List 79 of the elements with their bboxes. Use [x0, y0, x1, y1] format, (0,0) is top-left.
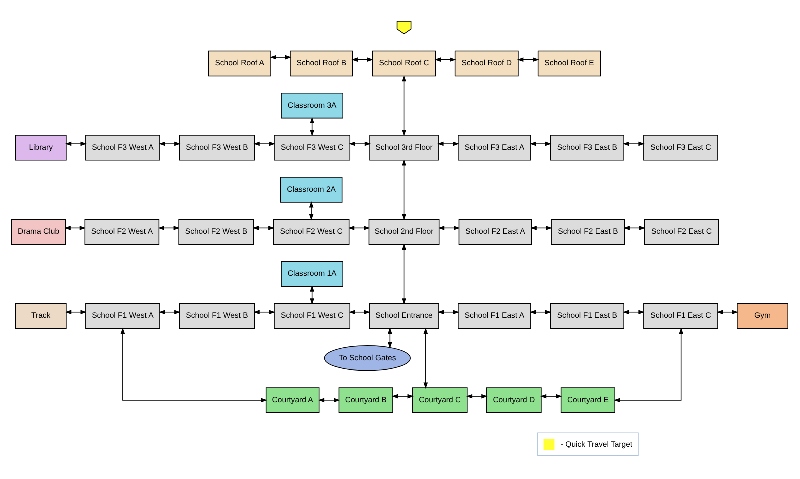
- legend-label: - Quick Travel Target: [560, 440, 633, 449]
- node-box: Courtyard E: [560, 388, 616, 414]
- arrow: [438, 226, 460, 230]
- arrow: [530, 226, 552, 230]
- node-box: School F2 East A: [458, 219, 532, 245]
- arrow: [349, 310, 371, 315]
- arrow: [716, 310, 738, 315]
- arrow: [530, 142, 552, 146]
- arrow: [622, 142, 645, 146]
- arrow: [434, 58, 456, 62]
- node-box: Classroom 2A: [280, 177, 343, 203]
- arrow: [309, 201, 314, 221]
- arrow: [65, 310, 87, 315]
- node-box: School Roof D: [454, 50, 519, 77]
- node-box: School F3 East C: [644, 135, 718, 161]
- arrow: [120, 328, 268, 403]
- arrow: [402, 160, 406, 221]
- arrow: [65, 142, 87, 146]
- node-box: School F2 West B: [178, 219, 254, 245]
- arrow: [158, 226, 180, 230]
- node-box: Courtyard B: [338, 388, 394, 414]
- node-box: School F1 West A: [86, 303, 160, 330]
- arrow: [392, 394, 414, 399]
- node-box: School F2 West A: [84, 219, 160, 245]
- arrow: [517, 58, 540, 62]
- node-box: School 2nd Floor: [368, 219, 440, 245]
- node-box: School F1 West B: [179, 303, 256, 330]
- arrow: [159, 142, 181, 146]
- node-box: School F3 East A: [458, 135, 532, 161]
- node-box: Courtyard D: [486, 388, 542, 414]
- node-box: School Roof B: [290, 50, 354, 77]
- node-box: School F1 East C: [644, 303, 718, 330]
- arrow: [318, 398, 340, 403]
- arrow: [622, 310, 645, 315]
- node-box: School F1 East B: [550, 303, 624, 330]
- arrow: [424, 328, 428, 389]
- node-box: School F1 West C: [274, 303, 351, 330]
- node-box: Classroom 1A: [281, 261, 344, 288]
- node-box: School F3 West C: [274, 135, 351, 161]
- arrow: [270, 55, 292, 60]
- node-pentagon: [396, 21, 412, 35]
- arrow: [252, 226, 275, 230]
- node-box: Classroom 3A: [281, 92, 344, 119]
- node-box: School Entrance: [369, 303, 440, 330]
- node-box: School F3 East B: [550, 135, 624, 161]
- node-box: School Roof E: [538, 50, 602, 77]
- arrow: [348, 226, 370, 230]
- node-box: School Roof A: [208, 50, 272, 77]
- arrow: [530, 310, 552, 315]
- arrow: [349, 142, 372, 146]
- arrow: [64, 226, 86, 230]
- node-box: School F3 West B: [179, 135, 256, 161]
- arrow: [466, 394, 488, 399]
- node-box: School F2 East B: [551, 219, 626, 245]
- arrow: [159, 310, 181, 315]
- arrow: [438, 310, 460, 315]
- arrow: [254, 142, 276, 146]
- arrow: [402, 244, 406, 305]
- arrow: [254, 310, 276, 315]
- node-box: School F2 East C: [644, 219, 720, 245]
- node-box: School F2 West C: [273, 219, 350, 245]
- node-box: Track: [15, 303, 67, 330]
- node-box: School F1 East A: [458, 303, 532, 330]
- node-ellipse: To School Gates: [324, 346, 411, 372]
- node-box: Gym: [737, 303, 788, 330]
- node-box: Drama Club: [12, 219, 66, 245]
- node-box: Courtyard C: [412, 388, 468, 414]
- node-box: Courtyard A: [266, 388, 320, 414]
- node-box: School Roof C: [372, 50, 436, 77]
- node-box: School 3rd Floor: [370, 135, 439, 161]
- arrow: [624, 226, 646, 230]
- arrow: [540, 394, 562, 399]
- arrow: [614, 328, 684, 403]
- arrow: [388, 328, 392, 349]
- arrow: [402, 75, 406, 136]
- node-box: School F3 West A: [86, 135, 160, 161]
- arrow: [352, 58, 374, 62]
- arrow: [438, 142, 460, 146]
- node-box: Library: [15, 135, 67, 161]
